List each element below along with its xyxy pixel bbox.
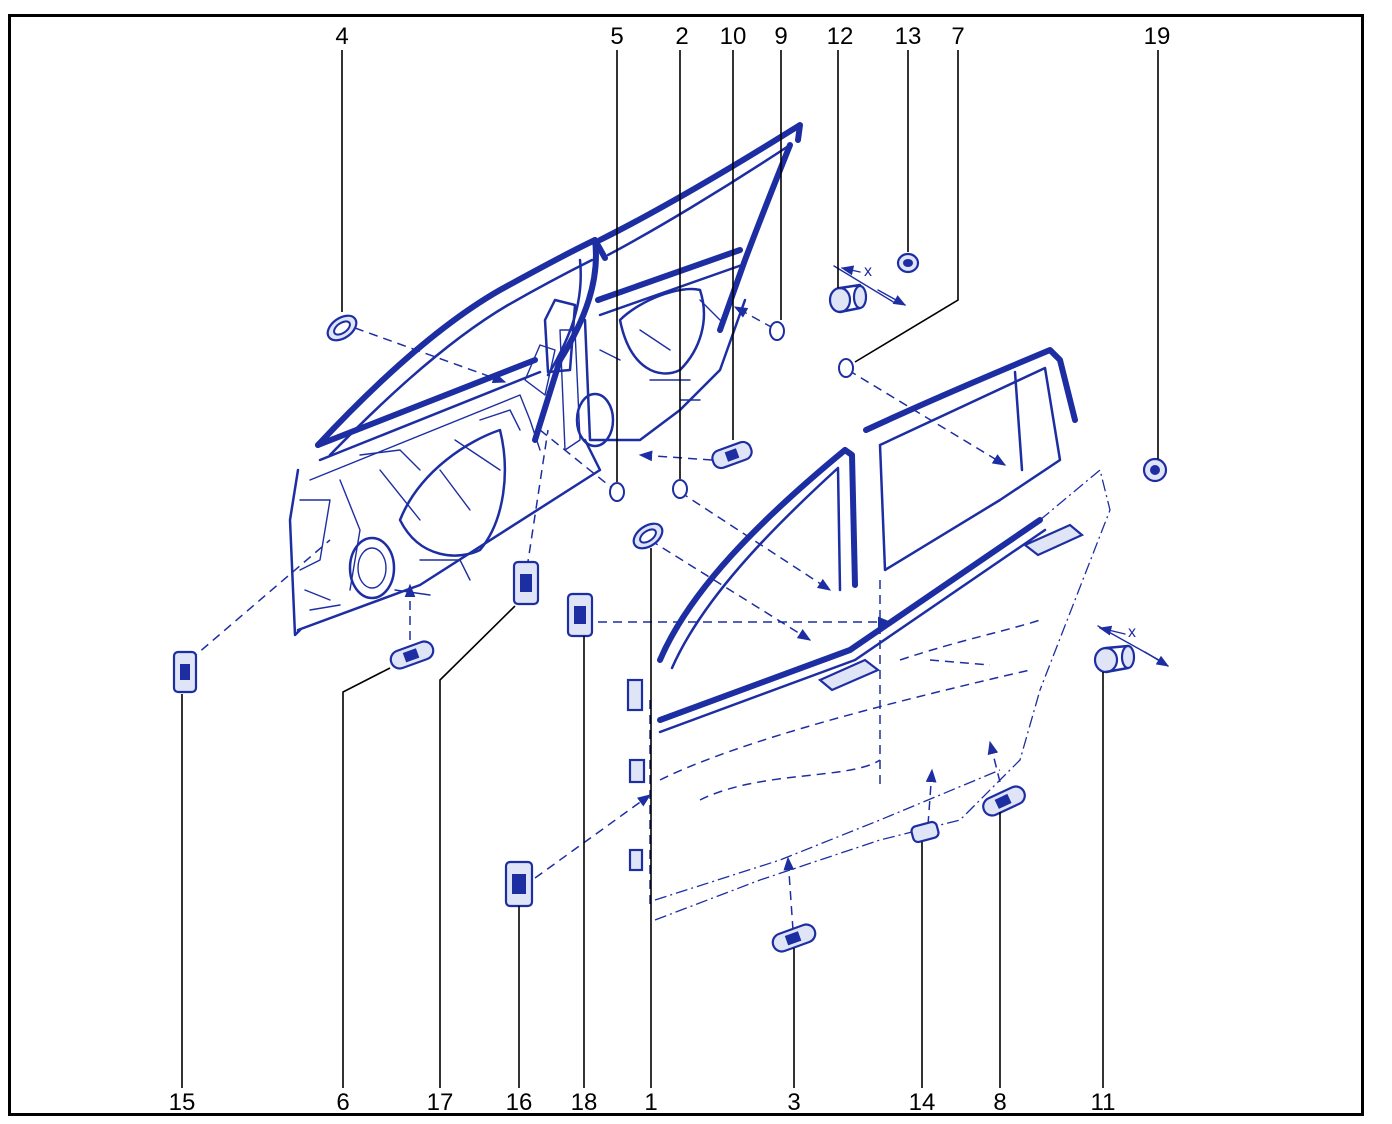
assembly-leader-lines xyxy=(189,306,1007,931)
part-1-oval-plug xyxy=(632,522,664,550)
callout-15: 15 xyxy=(169,1089,196,1116)
part-15-rect-plug xyxy=(172,650,198,694)
dimension-x-label-2: x xyxy=(1128,624,1136,641)
parts: x xyxy=(172,252,1170,953)
outer-door-panels xyxy=(626,347,1111,921)
part-17-rect-plug xyxy=(512,560,540,606)
callout-2: 2 xyxy=(675,23,688,50)
part-14-small-plug xyxy=(910,820,940,844)
callout-1: 1 xyxy=(644,1089,657,1116)
part-2-round-plug xyxy=(672,479,688,499)
part-7-round-plug xyxy=(838,358,854,378)
part-3-oval-plug xyxy=(771,923,817,953)
callout-9: 9 xyxy=(774,23,787,50)
callout-numbers-bottom: 15 6 17 16 18 1 3 14 8 11 xyxy=(169,1089,1116,1116)
callout-7: 7 xyxy=(951,23,964,50)
part-16-rect-plug xyxy=(504,860,534,908)
callout-10: 10 xyxy=(720,23,747,50)
part-18-rect-plug xyxy=(566,592,594,638)
callout-14: 14 xyxy=(909,1089,936,1116)
callout-8: 8 xyxy=(993,1089,1006,1116)
callout-18: 18 xyxy=(571,1089,598,1116)
part-8-oval-plug xyxy=(982,785,1026,817)
part-11-cylinder-plug: x xyxy=(1093,624,1170,674)
front-door-inner-panel xyxy=(288,237,608,637)
part-10-rect-plug xyxy=(711,440,753,470)
part-13-round-cap xyxy=(896,252,920,274)
part-19-round-cap xyxy=(1142,457,1168,483)
callout-16: 16 xyxy=(506,1089,533,1116)
callout-11: 11 xyxy=(1091,1089,1116,1116)
callout-12: 12 xyxy=(827,23,854,50)
part-5-round-plug xyxy=(609,482,625,502)
dimension-x-label: x xyxy=(864,263,872,280)
callout-numbers-top: 4 5 2 10 9 12 13 7 19 xyxy=(335,23,1170,50)
callout-3: 3 xyxy=(787,1089,800,1116)
part-9-round-plug xyxy=(769,321,785,341)
callout-13: 13 xyxy=(895,23,922,50)
rear-door-inner-panel xyxy=(559,122,803,451)
callout-leader-lines xyxy=(181,50,1159,1088)
callout-17: 17 xyxy=(427,1089,454,1116)
diagram-frame xyxy=(8,14,1364,1116)
callout-6: 6 xyxy=(336,1089,349,1116)
part-4-oval-plug xyxy=(326,314,358,342)
part-12-cylinder-plug: x xyxy=(828,263,907,314)
part-6-oval-plug xyxy=(389,640,435,670)
callout-19: 19 xyxy=(1144,23,1171,50)
callout-5: 5 xyxy=(610,23,623,50)
callout-4: 4 xyxy=(335,23,348,50)
